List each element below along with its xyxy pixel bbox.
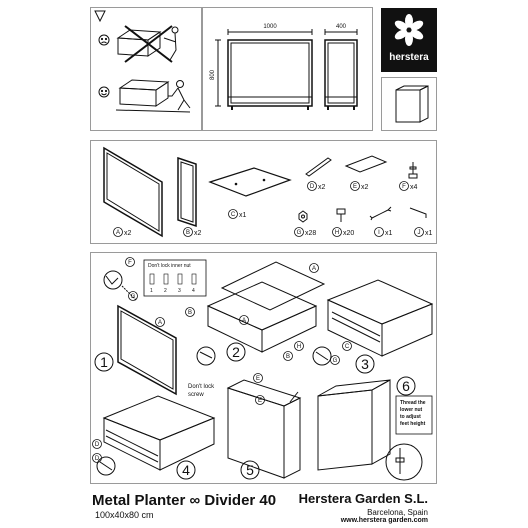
- product-dimensions: 100x40x80 cm: [95, 510, 154, 520]
- marker-d-2: D: [95, 456, 100, 462]
- marker-g: G: [131, 294, 136, 300]
- part-j-qty: x1: [425, 230, 433, 237]
- part-b-qty: x2: [194, 230, 202, 237]
- seq-4: 4: [192, 288, 195, 294]
- step-3-number: 3: [361, 356, 369, 372]
- step-1-number: 1: [100, 354, 108, 370]
- side-view-drawing: [324, 29, 358, 110]
- part-c-drawing: [208, 167, 292, 197]
- part-d-letter: D: [310, 184, 315, 190]
- part-h-drawing: [336, 208, 346, 222]
- marker-f: F: [128, 260, 132, 266]
- feet-note-4: feet height: [400, 421, 426, 427]
- part-c-letter: C: [231, 212, 236, 218]
- part-i-letter: I: [378, 230, 380, 236]
- depth-dimension: 400: [336, 24, 347, 30]
- part-f-drawing: [408, 162, 418, 179]
- part-f-qty: x4: [410, 184, 418, 191]
- step-2-number: 2: [232, 344, 240, 360]
- marker-e-2: E: [258, 398, 262, 404]
- feet-note-1: Thread the: [400, 400, 426, 406]
- part-b-letter: B: [186, 230, 190, 236]
- part-e-letter: E: [353, 184, 357, 190]
- marker-g-2: G: [333, 358, 338, 364]
- step-4-number: 4: [182, 462, 190, 478]
- marker-e-1: E: [256, 376, 260, 382]
- part-d-drawing: [305, 157, 332, 177]
- warning-icon: [94, 10, 106, 23]
- screw-note-1: Don't lock: [188, 384, 215, 390]
- happy-face-icon: [98, 86, 110, 98]
- part-b-drawing: [177, 156, 197, 228]
- marker-b-2: B: [286, 354, 290, 360]
- brand-name: herstera: [389, 52, 429, 63]
- step-3-drawing: [312, 279, 434, 366]
- part-a-qty: x2: [124, 230, 132, 237]
- step-1-drawing: [103, 270, 177, 396]
- part-c-qty: x1: [239, 212, 247, 219]
- marker-h: H: [297, 344, 301, 350]
- company-url[interactable]: www.herstera garden.com: [340, 517, 428, 524]
- part-a-letter: A: [116, 230, 120, 236]
- feet-note-2: lower nut: [400, 407, 423, 413]
- part-j-letter: J: [418, 230, 421, 236]
- part-h-letter: H: [335, 230, 339, 236]
- feet-note-3: to adjust: [400, 414, 421, 420]
- height-dimension: 800: [210, 69, 216, 80]
- part-e-qty: x2: [361, 184, 369, 191]
- part-i-drawing: [369, 206, 392, 221]
- part-j-drawing: [409, 207, 427, 218]
- brand-logo: herstera: [381, 8, 437, 72]
- correct-lift-drawing: [115, 79, 191, 113]
- flower-icon: [394, 14, 424, 46]
- step-5-drawing: [226, 379, 302, 479]
- feet-callout: [395, 395, 433, 435]
- screw-note-2: screw: [188, 392, 204, 398]
- product-title: Metal Planter ∞ Divider 40: [92, 492, 277, 509]
- part-f-letter: F: [402, 184, 406, 190]
- step-4-drawing: [96, 395, 216, 476]
- marker-b-1: B: [188, 310, 192, 316]
- marker-c: C: [345, 344, 350, 350]
- company-name: Herstera Garden S.L.: [298, 491, 428, 506]
- part-e-drawing: [344, 155, 388, 173]
- step-2-drawing: [196, 261, 326, 366]
- sad-face-icon: [98, 34, 110, 46]
- seq-1: 1: [150, 288, 153, 294]
- parts-panel: [90, 140, 437, 244]
- part-d-qty: x2: [318, 184, 326, 191]
- marker-a-2: A: [312, 266, 316, 272]
- product-preview-drawing: [395, 85, 429, 123]
- seq-3: 3: [178, 288, 181, 294]
- step-6-number: 6: [402, 378, 410, 394]
- width-dimension: 1000: [263, 24, 277, 30]
- company-city: Barcelona, Spain: [367, 508, 428, 517]
- inner-nut-note: Don't lock inner nut: [148, 263, 191, 269]
- inner-nut-callout: [143, 259, 207, 297]
- marker-a-1: A: [158, 320, 162, 326]
- seq-2: 2: [164, 288, 167, 294]
- part-i-qty: x1: [385, 230, 393, 237]
- wrong-lift-drawing: [116, 25, 179, 63]
- part-g-drawing: [298, 210, 308, 223]
- front-view-drawing: [215, 29, 313, 110]
- marker-d-1: D: [95, 442, 100, 448]
- part-h-qty: x20: [343, 230, 354, 237]
- marker-a-3: A: [242, 318, 246, 324]
- part-g-letter: G: [297, 230, 302, 236]
- step-6-drawing: [317, 379, 423, 481]
- part-g-qty: x28: [305, 230, 316, 237]
- part-a-drawing: [103, 146, 163, 238]
- step-5-number: 5: [246, 462, 254, 478]
